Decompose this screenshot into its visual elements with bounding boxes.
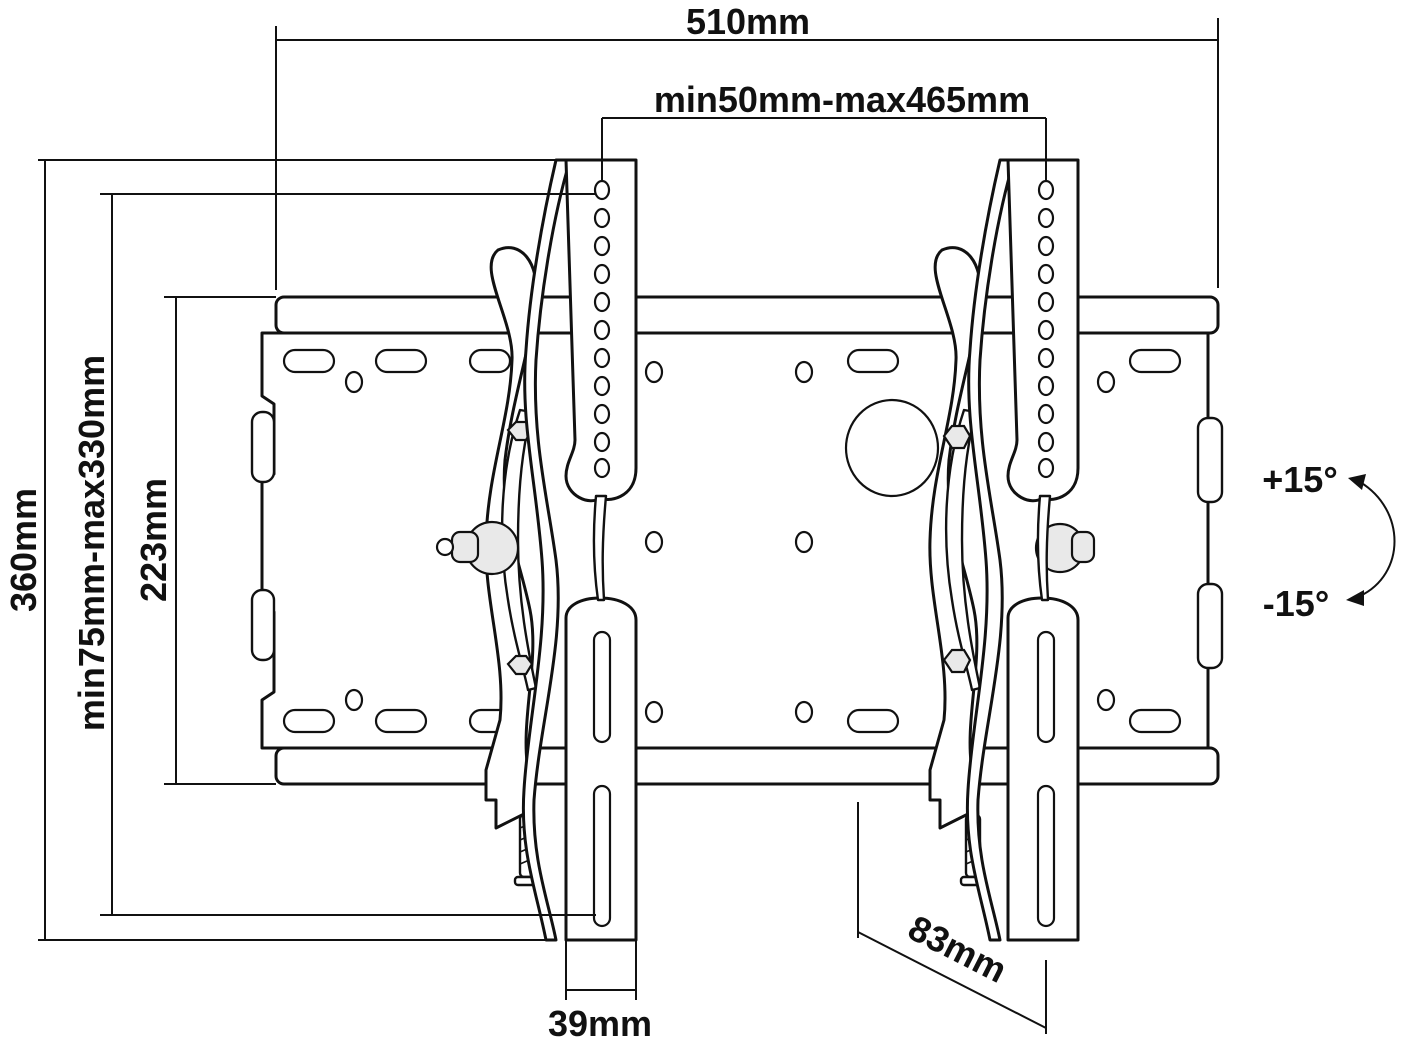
wall-plate-holes: [344, 360, 1116, 724]
hex-nut-icon: [942, 424, 972, 450]
wall-plate-slots: [282, 348, 1182, 734]
right-tilt-bracket: [928, 158, 1096, 942]
tilt-arrow-icon: [1346, 474, 1396, 606]
hex-nut-icon: [506, 654, 534, 676]
arm-width-label: 39mm: [548, 1003, 652, 1044]
right-arm-holes: [1037, 179, 1055, 479]
tilt-down-label: -15°: [1263, 583, 1329, 624]
hex-nut-icon: [942, 648, 972, 674]
dimension-lines: [38, 18, 1219, 1034]
left-tilt-bracket: [435, 158, 638, 942]
overall-width-label: 510mm: [686, 1, 810, 42]
wall-plate-height-label: 223mm: [133, 478, 174, 602]
vesa-vertical-label: min75mm-max330mm: [71, 355, 112, 731]
overall-height-label: 360mm: [3, 488, 44, 612]
tilt-up-label: +15°: [1262, 459, 1337, 500]
left-arm-holes: [593, 179, 611, 479]
tilt-knob-icon[interactable]: [435, 520, 520, 576]
vesa-horizontal-label: min50mm-max465mm: [654, 79, 1030, 120]
